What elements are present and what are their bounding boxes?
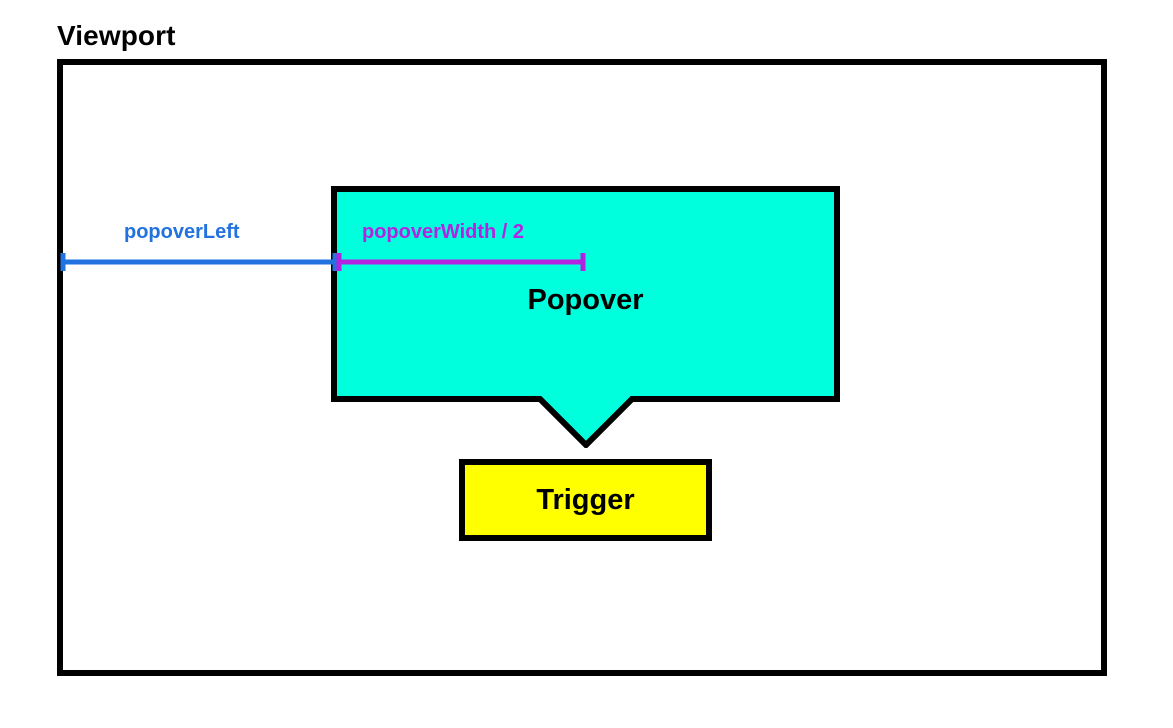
trigger-label: Trigger [536,483,635,516]
measure-label-popover-width-half: popoverWidth / 2 [362,221,525,243]
popover-shape [331,186,840,448]
trigger-button[interactable]: Trigger [459,459,712,541]
popover-label: Popover [527,284,644,316]
page-title: Viewport [57,20,176,51]
popover: Popover [331,186,840,448]
measure-label-popover-left: popoverLeft [124,221,240,243]
